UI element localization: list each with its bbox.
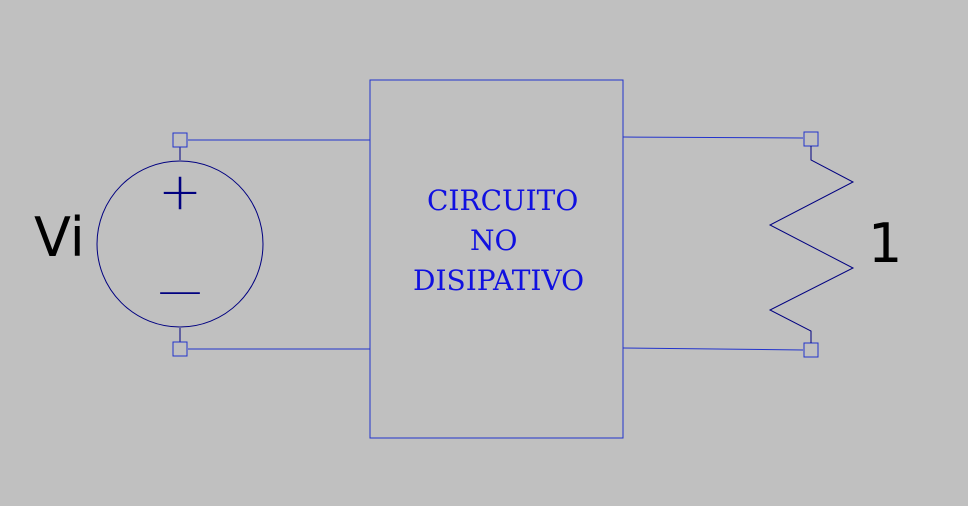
circuit-block[interactable]: CIRCUITO NO DISIPATIVO: [369, 79, 624, 439]
circuit-block-box: [369, 79, 624, 439]
source-minus-sign: —: [158, 265, 202, 316]
resistor[interactable]: [768, 146, 855, 343]
source-label: Vi: [34, 206, 85, 269]
pin-source-bottom[interactable]: [172, 341, 188, 357]
block-text-line3: DISIPATIVO: [413, 264, 584, 297]
wire-top-right: [622, 136, 804, 139]
resistor-label: 1: [868, 212, 902, 275]
source-plus-sign: +: [158, 162, 202, 222]
block-text-line2: NO: [470, 224, 517, 257]
source-circle: [96, 160, 264, 328]
wire-bottom-right: [622, 347, 804, 351]
voltage-source[interactable]: + —: [96, 147, 264, 342]
pin-source-top[interactable]: [172, 132, 188, 148]
block-text-line1: CIRCUITO: [427, 184, 578, 217]
